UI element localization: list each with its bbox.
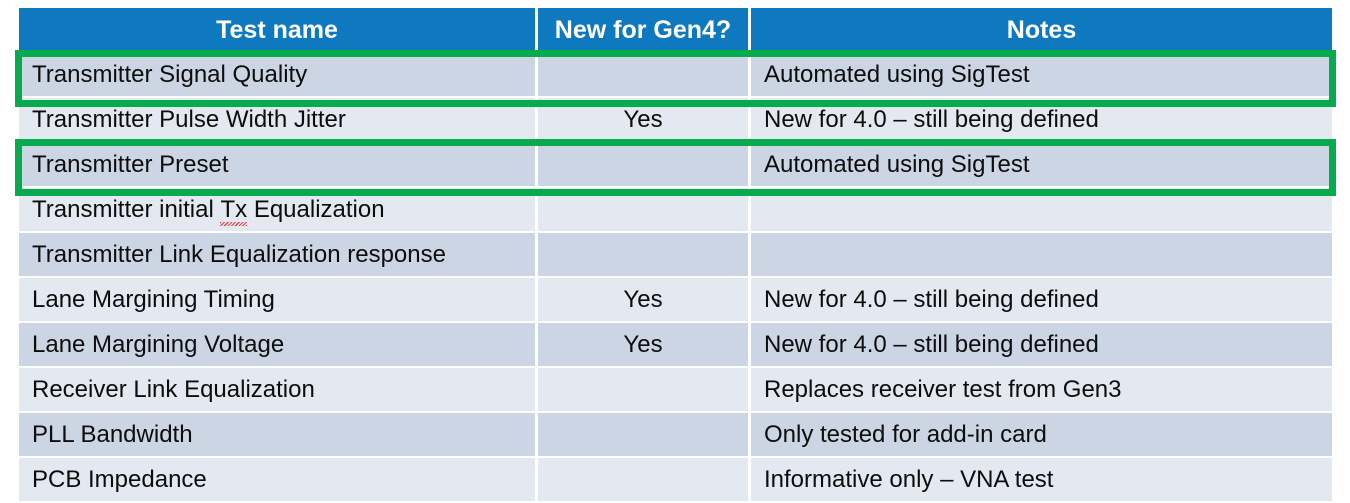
cell-new-for-gen4 xyxy=(538,188,751,233)
table-header: Test name New for Gen4? Notes xyxy=(19,8,1332,53)
cell-notes: Automated using SigTest xyxy=(751,53,1332,98)
cell-notes: New for 4.0 – still being defined xyxy=(751,98,1332,143)
table-row: Transmitter initial Tx Equalization xyxy=(19,188,1332,233)
cell-notes: New for 4.0 – still being defined xyxy=(751,323,1332,368)
cell-new-for-gen4 xyxy=(538,413,751,458)
table-row: PCB Impedance Informative only – VNA test xyxy=(19,458,1332,503)
cell-notes: New for 4.0 – still being defined xyxy=(751,278,1332,323)
column-header-new-for-gen4: New for Gen4? xyxy=(538,8,751,53)
test-matrix-container: Test name New for Gen4? Notes Transmitte… xyxy=(15,8,1336,503)
cell-test-name: Transmitter Preset xyxy=(19,143,538,188)
cell-new-for-gen4 xyxy=(538,53,751,98)
cell-notes: Automated using SigTest xyxy=(751,143,1332,188)
cell-test-name: Lane Margining Timing xyxy=(19,278,538,323)
cell-new-for-gen4: Yes xyxy=(538,323,751,368)
cell-test-name: Transmitter Signal Quality xyxy=(19,53,538,98)
cell-test-name: Transmitter Link Equalization response xyxy=(19,233,538,278)
cell-notes: Replaces receiver test from Gen3 xyxy=(751,368,1332,413)
cell-test-name: Lane Margining Voltage xyxy=(19,323,538,368)
table-header-row: Test name New for Gen4? Notes xyxy=(19,8,1332,53)
cell-new-for-gen4: Yes xyxy=(538,98,751,143)
cell-notes xyxy=(751,233,1332,278)
table-row: PLL Bandwidth Only tested for add-in card xyxy=(19,413,1332,458)
table-row: Receiver Link Equalization Replaces recei… xyxy=(19,368,1332,413)
table-row: Transmitter Signal Quality Automated usin… xyxy=(19,53,1332,98)
cell-test-name: Transmitter initial Tx Equalization xyxy=(19,188,538,233)
table-row: Transmitter Link Equalization response xyxy=(19,233,1332,278)
pcie-gen4-test-table: Test name New for Gen4? Notes Transmitte… xyxy=(19,8,1332,503)
spellcheck-misspelled-word: Tx xyxy=(220,188,247,231)
table-row: Transmitter Preset Automated using SigTes… xyxy=(19,143,1332,188)
cell-new-for-gen4 xyxy=(538,233,751,278)
cell-new-for-gen4: Yes xyxy=(538,278,751,323)
cell-notes xyxy=(751,188,1332,233)
cell-new-for-gen4 xyxy=(538,368,751,413)
column-header-notes: Notes xyxy=(751,8,1332,53)
cell-notes: Informative only – VNA test xyxy=(751,458,1332,503)
cell-new-for-gen4 xyxy=(538,458,751,503)
column-header-test-name: Test name xyxy=(19,8,538,53)
cell-new-for-gen4 xyxy=(538,143,751,188)
cell-notes: Only tested for add-in card xyxy=(751,413,1332,458)
cell-test-name: PLL Bandwidth xyxy=(19,413,538,458)
cell-test-name: Transmitter Pulse Width Jitter xyxy=(19,98,538,143)
cell-test-name: PCB Impedance xyxy=(19,458,538,503)
cell-test-name: Receiver Link Equalization xyxy=(19,368,538,413)
